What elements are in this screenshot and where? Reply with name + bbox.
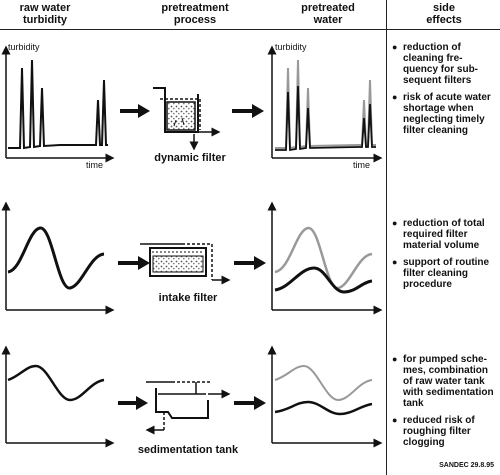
process-label-intake-filter: intake filter [158, 292, 218, 304]
process-label-dynamic-filter: dynamic filter [154, 152, 226, 164]
row3-arrow-in [118, 396, 148, 410]
row3-arrow-out [234, 396, 266, 410]
row1-arrow-out [232, 104, 264, 118]
intake-filter-icon [140, 243, 231, 285]
header-line: process [173, 14, 217, 26]
header-pretreated-water: pretreated water [278, 2, 378, 26]
header-line: water [313, 14, 343, 26]
header-line: side [432, 2, 455, 14]
side-effects-row1: reduction of cleaning fre-quency for sub… [392, 42, 496, 142]
process-label-sedimentation-tank: sedimentation tank [137, 444, 239, 456]
row2-raw-graph [1, 201, 115, 315]
row2-treated-graph [267, 201, 383, 315]
header-line: effects [426, 14, 462, 26]
sedimentation-tank-icon [145, 381, 231, 435]
row3-treated-graph [267, 345, 383, 448]
row1-arrow-in [120, 104, 150, 118]
effect-item: reduced risk of roughing filter clogging [392, 415, 496, 448]
header-line: pretreatment [161, 2, 229, 14]
header-pretreatment-process: pretreatment process [140, 2, 250, 26]
header-line: turbidity [23, 14, 67, 26]
effect-item: support of routine filter cleaning proce… [392, 257, 496, 290]
header-line: raw water [19, 2, 71, 14]
dynamic-filter-icon [153, 87, 221, 151]
y-axis-label-treated: turbidity [275, 42, 307, 52]
effect-item: reduction of cleaning fre-quency for sub… [392, 42, 496, 86]
side-effects-row3: for pumped sche-mes, combination of raw … [392, 354, 496, 454]
x-axis-label-treated: time [353, 160, 371, 170]
effect-item: reduction of total required filter mater… [392, 218, 496, 251]
header-side-effects: side effects [388, 2, 500, 26]
row2-arrow-in [118, 256, 150, 270]
effect-item: for pumped sche-mes, combination of raw … [392, 354, 496, 409]
row1-raw-graph [1, 45, 115, 163]
column-divider [386, 0, 387, 475]
x-axis-label-raw: time [86, 160, 104, 170]
header-line: pretreated [301, 2, 355, 14]
row2-arrow-out [234, 256, 266, 270]
credit-label: SANDEC 29.8.95 [439, 462, 494, 469]
header-raw-water-turbidity: raw water turbidity [0, 2, 90, 26]
side-effects-row2: reduction of total required filter mater… [392, 218, 496, 296]
y-axis-label-raw: turbidity [8, 42, 40, 52]
row3-raw-graph [1, 345, 115, 448]
header-divider [0, 29, 500, 30]
row1-treated-graph [267, 45, 383, 163]
effect-item: risk of acute water shortage when neglec… [392, 92, 496, 136]
